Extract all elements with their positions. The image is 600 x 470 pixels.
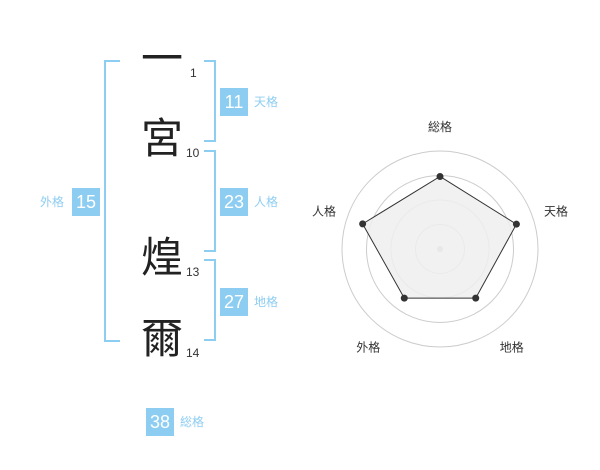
chikaku-label: 地格	[254, 295, 279, 309]
tenkaku-value: 11	[220, 88, 248, 116]
stroke-count-3: 13	[186, 265, 200, 279]
name-char-1: 一	[141, 34, 184, 83]
radar-axis-label-1: 総格	[428, 119, 452, 134]
jinkaku-value: 23	[220, 188, 248, 216]
gaikaku-value: 15	[72, 188, 100, 216]
name-char-4: 爾	[141, 314, 184, 363]
stroke-count-4: 14	[186, 346, 200, 360]
name-char-2: 宮	[141, 114, 184, 163]
soukaku-label: 総格	[180, 415, 205, 429]
jinkaku-label: 人格	[254, 195, 279, 209]
radar-area	[361, 175, 518, 299]
chikaku-value: 27	[220, 288, 248, 316]
radar-ring	[341, 150, 539, 348]
radar-axis-label-4: 外格	[356, 340, 380, 355]
radar-axis-label-5: 人格	[312, 203, 336, 218]
radar-point-3	[472, 294, 480, 302]
tenkaku-bracket	[204, 60, 216, 142]
name-char-3: 煌	[141, 233, 184, 282]
radar-axis-label-2: 天格	[544, 203, 568, 218]
stroke-count-2: 10	[186, 146, 200, 160]
chikaku-bracket	[204, 259, 216, 341]
radar-point-5	[359, 220, 367, 228]
soukaku-value: 38	[146, 408, 174, 436]
gaikaku-bracket	[104, 60, 120, 342]
radar-point-4	[400, 294, 408, 302]
radar-point-1	[436, 172, 444, 180]
radar-axis-label-3: 地格	[500, 340, 524, 355]
jinkaku-bracket	[204, 150, 216, 252]
tenkaku-label: 天格	[254, 95, 279, 109]
gaikaku-label: 外格	[40, 195, 65, 209]
radar-point-2	[512, 220, 520, 228]
stroke-count-1: 1	[190, 66, 197, 80]
